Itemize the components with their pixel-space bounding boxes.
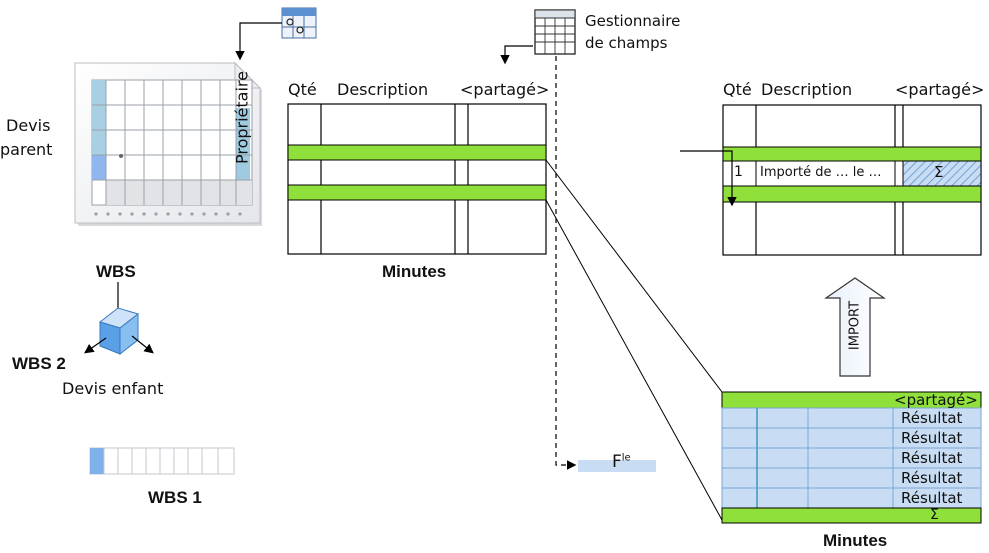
import-arrow-icon: [824, 277, 886, 377]
result-footer-sum: Σ: [930, 507, 939, 523]
result-table: [721, 391, 982, 524]
minutes-col-shared: <partagé>: [460, 80, 550, 99]
quote-col-qty: Qté: [723, 80, 752, 99]
quote-col-description: Description: [761, 80, 853, 99]
quote-row-qty: 1: [734, 164, 743, 180]
minutes-col-description: Description: [337, 80, 429, 99]
import-pointer-arrow: [680, 150, 737, 207]
quote-row-description: Importé de … le …: [760, 165, 882, 180]
formula-label: Fle: [612, 452, 631, 472]
wbs2-label: WBS 2: [12, 354, 66, 373]
result-row: Résultat: [901, 489, 963, 507]
result-row: Résultat: [901, 409, 963, 427]
minutes-grid: [287, 103, 547, 255]
wbs1-strip-icon: [89, 447, 235, 475]
minutes-green-row-1: [287, 144, 547, 161]
result-header-shared: <partagé>: [894, 391, 978, 409]
formula-superscript: le: [621, 452, 631, 464]
field-manager-label-line1: Gestionnaire: [585, 12, 681, 30]
minutes-col-qty: Qté: [288, 80, 317, 99]
result-rows: Résultat Résultat Résultat Résultat Résu…: [901, 408, 981, 508]
field-manager-arrow: [500, 45, 533, 65]
result-row: Résultat: [901, 449, 963, 467]
projection-line-bottom: [545, 199, 723, 521]
projection-line-top: [545, 159, 723, 393]
owner-arrow: [235, 22, 282, 61]
quote-col-shared: <partagé>: [895, 80, 985, 99]
result-row: Résultat: [901, 469, 963, 487]
quote-row-sum: Σ: [934, 163, 944, 181]
wbs-label: WBS: [96, 262, 136, 281]
wbs1-label: WBS 1: [148, 488, 202, 507]
import-label: IMPORT: [847, 300, 863, 351]
minutes-green-row-2: [287, 184, 547, 201]
owner-tool-icon: [281, 7, 317, 39]
field-manager-icon: [534, 9, 576, 55]
minutes-caption: Minutes: [382, 262, 447, 281]
parent-quote-sheet-icon: [74, 61, 262, 226]
result-row: Résultat: [901, 429, 963, 447]
formula-letter: F: [612, 452, 622, 472]
quote-grid: [722, 104, 982, 256]
result-caption: Minutes: [823, 531, 888, 550]
parent-quote-label-line1: Devis: [6, 116, 51, 135]
field-manager-label-line2: de champs: [585, 34, 668, 52]
formula-box: [578, 460, 656, 472]
wbs-cube-icon: [84, 282, 154, 356]
child-quote-label: Devis enfant: [62, 379, 164, 398]
owner-label: Propriétaire: [232, 71, 252, 164]
formula-dashed-link: [555, 56, 577, 470]
parent-quote-label-line2: parent: [0, 140, 53, 159]
